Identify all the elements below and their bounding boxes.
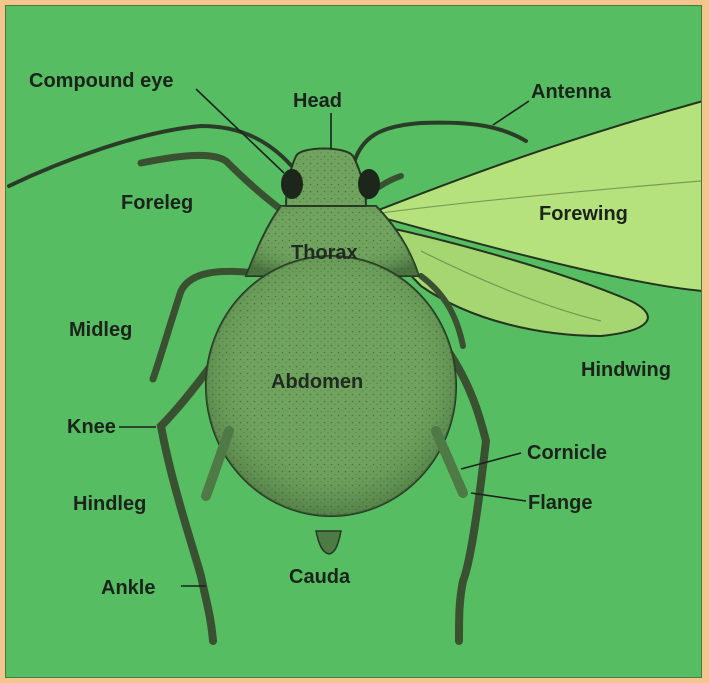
label-thorax: Thorax [291, 242, 358, 264]
label-cauda: Cauda [289, 566, 351, 588]
label-ankle: Ankle [101, 577, 155, 599]
label-forewing: Forewing [539, 203, 628, 225]
label-cornicle: Cornicle [527, 442, 607, 464]
right-cornicle [436, 431, 463, 493]
label-abdomen: Abdomen [271, 371, 363, 393]
label-compound-eye: Compound eye [29, 70, 173, 92]
right-antenna [353, 123, 526, 166]
label-head: Head [293, 90, 342, 112]
aphid-diagram: Compound eye Head Antenna Foreleg Forewi… [6, 6, 702, 678]
left-antenna [9, 126, 296, 186]
label-flange: Flange [528, 492, 592, 514]
left-compound-eye [281, 169, 303, 199]
right-compound-eye [358, 169, 380, 199]
label-knee: Knee [67, 416, 116, 438]
label-hindleg: Hindleg [73, 493, 146, 515]
diagram-frame: Compound eye Head Antenna Foreleg Forewi… [5, 5, 702, 678]
label-antenna: Antenna [531, 81, 612, 103]
label-foreleg: Foreleg [121, 192, 193, 214]
label-hindwing: Hindwing [581, 359, 671, 381]
label-midleg: Midleg [69, 319, 132, 341]
cauda-shape [316, 531, 341, 554]
